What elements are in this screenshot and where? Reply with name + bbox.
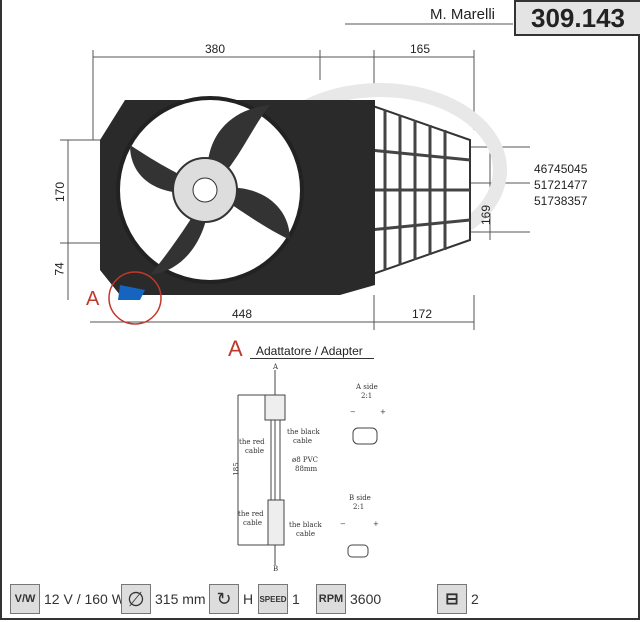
adapter-drawing <box>237 370 378 565</box>
a-side-minus: − <box>350 408 356 416</box>
dim-depth-top: 165 <box>410 42 431 56</box>
header-rule <box>345 23 513 25</box>
b-side-label: B side <box>349 494 371 502</box>
pvc-length: 88mm <box>295 465 318 473</box>
rpm-icon: RPM <box>316 584 346 614</box>
part-number: 51721477 <box>534 178 588 192</box>
spec-connector: ⊟2 <box>437 584 479 614</box>
b-side-minus: − <box>340 520 346 528</box>
dim-depth-bottom: 172 <box>412 307 433 321</box>
dim-depth-right: 169 <box>479 204 494 226</box>
a-side-plus: + <box>380 408 386 416</box>
spec-diameter: ∅315 mm <box>121 584 206 614</box>
spec-value: 2 <box>471 591 479 607</box>
red-cable-label: the red <box>239 438 265 446</box>
adapter-callout-circle <box>108 271 162 325</box>
red-cable-label: the red <box>238 510 264 518</box>
spec-value: H <box>243 591 254 607</box>
spec-value: 3600 <box>350 591 382 607</box>
red-cable-label: cable <box>243 519 262 527</box>
adapter-title: Adattatore / Adapter <box>256 344 363 358</box>
dim-width-top: 380 <box>205 42 226 56</box>
dim-height-left: 170 <box>53 181 68 203</box>
callout-marker: A <box>86 288 100 310</box>
diameter-icon: ∅ <box>121 584 151 614</box>
spec-value: 1 <box>292 591 300 607</box>
adapter-title-underline <box>250 358 374 359</box>
b-side-plus: + <box>373 520 379 528</box>
part-code: 309.143 <box>514 0 640 36</box>
brand-name: M. Marelli <box>430 6 496 23</box>
part-number: 46745045 <box>534 162 588 176</box>
b-side-scale: 2:1 <box>353 503 365 511</box>
pvc-label: ø8 PVC <box>292 456 319 464</box>
black-cable-label: cable <box>296 530 315 538</box>
spec-rotation: ↻H <box>209 584 253 614</box>
connector-icon: ⊟ <box>437 584 467 614</box>
dim-width-bottom: 448 <box>232 307 253 321</box>
a-side-scale: 2:1 <box>361 392 373 400</box>
spec-value: 12 V / 160 W <box>44 591 125 607</box>
rotation-icon: ↻ <box>209 584 239 614</box>
dim-offset-left: 74 <box>52 262 67 276</box>
fan-drawing <box>60 50 530 330</box>
voltage-watt-icon: V/W <box>10 584 40 614</box>
a-side-label: A side <box>356 383 378 391</box>
red-cable-label: cable <box>245 447 264 455</box>
black-cable-label: the black <box>289 521 322 529</box>
spec-value: 315 mm <box>155 591 206 607</box>
adapter-length: 185 <box>232 462 241 476</box>
adapter-marker: A <box>228 336 243 361</box>
black-cable-label: the black <box>287 428 320 436</box>
adapter-end-a: A <box>273 363 279 371</box>
speed-icon: SPEED <box>258 584 288 614</box>
part-number: 51738357 <box>534 194 588 208</box>
adapter-end-b: B <box>273 565 279 573</box>
black-cable-label: cable <box>293 437 312 445</box>
